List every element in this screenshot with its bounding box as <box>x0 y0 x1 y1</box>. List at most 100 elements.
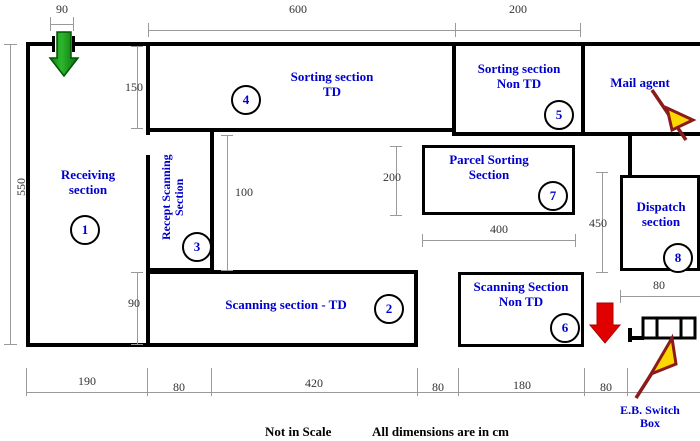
room-label-scanning-td: Scanning section - TD <box>225 297 347 312</box>
dimension-100-tick-top <box>221 135 233 136</box>
room-label-recept-line1: Recept Scanning <box>159 154 173 241</box>
room-label-recept-line2: Section <box>172 178 187 217</box>
wall-horizontal-sorting-nontd-bottom <box>452 132 585 136</box>
wall-corridor-vertical <box>628 132 632 177</box>
dimension-left-550-tick-bottom <box>4 344 17 345</box>
dimension-450-line <box>602 172 603 272</box>
wall-outer-top-stub-left <box>26 42 54 46</box>
dimension-90: 90 <box>128 296 140 310</box>
dimension-400: 400 <box>490 222 508 236</box>
callout-label-eb-switch-box: E.B. Switch Box <box>602 403 698 431</box>
dimension-top-600-tick-left <box>148 23 149 37</box>
dimension-450: 450 <box>589 216 607 230</box>
dimension-bottom-line <box>26 392 700 393</box>
dimension-bottom-tick-2 <box>211 368 212 396</box>
dimension-200: 200 <box>383 170 401 184</box>
dimension-top-600: 600 <box>289 2 307 16</box>
wall-horizontal-sorting-td-bottom <box>146 128 456 132</box>
dimension-100-line <box>227 135 228 270</box>
dimension-450-tick-top <box>596 172 608 173</box>
callout-label-mail-agent: Mail agent <box>610 75 670 90</box>
dimension-top-90-tick-left <box>50 17 51 31</box>
dimension-bottom-tick-5 <box>584 368 585 396</box>
dimension-100-tick-bottom <box>221 270 233 271</box>
room-number-7: 7 <box>538 181 568 211</box>
room-number-4: 4 <box>231 85 261 115</box>
dimension-400-tick-right <box>575 234 576 247</box>
dimension-bottom-tick-4 <box>458 368 459 396</box>
dimension-100: 100 <box>235 185 253 199</box>
dimension-400-tick-left <box>422 234 423 247</box>
dimension-bottom-190: 190 <box>78 374 96 388</box>
room-label-dispatch-line2: section <box>641 213 681 229</box>
wall-outer-bottom-left <box>26 343 184 347</box>
wall-scanning-td-bottom <box>146 343 418 347</box>
room-number-2: 2 <box>374 294 404 324</box>
dimension-200-tick-bottom <box>390 215 402 216</box>
wall-scanning-td-top <box>146 270 418 274</box>
wall-vertical-sorting-divider <box>452 42 456 134</box>
room-number-5: 5 <box>544 100 574 130</box>
dimension-bottom-180: 180 <box>513 378 531 392</box>
dimension-150-line <box>137 46 138 128</box>
dimension-bottom-80c: 80 <box>600 380 612 394</box>
room-label-dispatch: Dispatch section <box>626 199 696 229</box>
wall-vertical-148-upper <box>146 42 150 135</box>
dimension-80-dispatch-line <box>620 296 700 297</box>
room-label-sorting-nontd: Sorting section Non TD <box>460 61 578 91</box>
room-number-6: 6 <box>550 313 580 343</box>
room-label-scanning-nontd-line1: Scanning Section <box>473 279 569 294</box>
door-jamb-right <box>72 36 75 52</box>
room-number-1: 1 <box>70 215 100 245</box>
dimension-150: 150 <box>125 80 143 94</box>
callout-eb-line1: E.B. Switch <box>620 403 680 417</box>
dimension-top-200: 200 <box>509 2 527 16</box>
room-label-sorting-td-line2: TD <box>322 83 342 99</box>
dimension-top-90-tick-right <box>73 17 74 31</box>
dimension-top-200-tick-right <box>580 23 581 37</box>
exit-arrow-icon <box>588 302 622 344</box>
dimension-top-200-line <box>455 30 581 31</box>
dimension-200-tick-top <box>390 146 402 147</box>
eb-switch-callout-arrow-icon <box>634 333 678 399</box>
dimension-150-tick-top <box>131 46 143 47</box>
dimension-top-600-line <box>148 30 455 31</box>
dimension-90-tick-bottom <box>131 344 143 345</box>
room-number-3: 3 <box>182 232 212 262</box>
room-label-parcel-line2: Section <box>468 166 510 182</box>
note-not-in-scale: Not in Scale <box>265 424 332 439</box>
wall-outer-top-right <box>72 42 700 46</box>
room-label-receiving-line1: Receiving <box>60 167 116 182</box>
dimension-top-90: 90 <box>56 2 68 16</box>
dimension-bottom-80b: 80 <box>432 380 444 394</box>
room-label-sorting-nontd-line1: Sorting section <box>477 61 561 76</box>
room-label-receiving-line2: section <box>68 181 108 197</box>
room-parcel-sorting-outline <box>422 145 575 215</box>
dimension-200-line <box>396 146 397 215</box>
dimension-bottom-tick-3 <box>417 368 418 396</box>
dimension-bottom-tick-1 <box>147 368 148 396</box>
dimension-400-line <box>422 240 575 241</box>
wall-recept-right <box>210 130 214 270</box>
wall-outer-left <box>26 42 30 347</box>
wall-scanning-td-right <box>414 270 418 347</box>
room-label-scanning-nontd: Scanning Section Non TD <box>462 279 580 309</box>
dimension-bottom-tick-6 <box>627 368 628 396</box>
dimension-left-550-line <box>10 44 11 344</box>
dimension-bottom-tick-0 <box>26 368 27 396</box>
room-label-dispatch-line1: Dispatch <box>636 199 686 214</box>
eb-switch-box-icon <box>628 316 697 342</box>
note-dimensions-cm: All dimensions are in cm <box>372 424 509 439</box>
room-number-8: 8 <box>663 243 693 273</box>
dimension-left-550-tick-top <box>4 44 17 45</box>
callout-eb-line2: Box <box>639 416 660 431</box>
door-jamb-left <box>52 36 55 52</box>
room-scanning-nontd-outline <box>458 272 584 347</box>
dimension-bottom-80a: 80 <box>173 380 185 394</box>
dimension-bottom-420: 420 <box>305 376 323 390</box>
dimension-top-90-line <box>50 24 73 25</box>
room-dispatch-outline <box>620 175 700 271</box>
room-label-sorting-td-line1: Sorting section <box>290 69 374 84</box>
room-label-parcel-sorting: Parcel Sorting Section <box>430 152 548 182</box>
